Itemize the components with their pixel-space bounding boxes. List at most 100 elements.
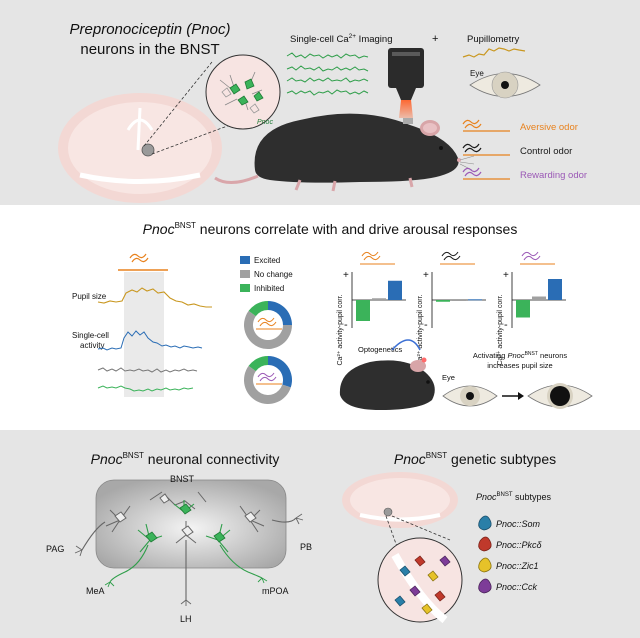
bar-plus-3: + (503, 270, 509, 281)
subtypes-title-sup: BNST (426, 451, 447, 460)
projection-mea (109, 544, 149, 583)
legend-swatch-inhibited (240, 284, 250, 292)
bar-plus-2: + (423, 270, 429, 281)
top-title-line2: neurons in the BNST (80, 41, 219, 58)
subtype-pkcd: Pnoc::Pkcδ (478, 536, 543, 552)
connectivity-title-rest: neuronal connectivity (144, 451, 279, 467)
bar-plus-1: + (343, 270, 349, 281)
pupil-trace-top (462, 47, 526, 58)
legend-swatch-nochange (240, 270, 250, 278)
odor-list: Aversive odor Control odor Rewarding odo… (462, 119, 587, 181)
bar-minus-1: - (344, 319, 348, 331)
subtype-cck-icon (478, 578, 492, 594)
pupil-trace-middle (97, 287, 212, 308)
legend-swatch-excited (240, 256, 250, 264)
odor-control-label: Control odor (520, 146, 572, 157)
bar-axis-label-2: Ca²⁺ activity-pupil corr. (417, 294, 424, 365)
region-label-pag: PAG (46, 544, 64, 554)
connectivity-diagram: BNST (46, 474, 312, 624)
bar-minus-2: - (424, 319, 428, 331)
bar-axis-label-1: Ca²⁺ activity-pupil corr. (337, 294, 344, 365)
connectivity-title-sup: BNST (123, 451, 144, 460)
singlecell-label-1: Single-cell (72, 331, 109, 340)
bar-nochange (532, 296, 546, 300)
cell-trace-green (97, 385, 194, 392)
subtype-zic1-icon (478, 557, 492, 573)
legend-label-inhibited: Inhibited (254, 284, 284, 293)
middle-title-rest: neurons correlate with and drive arousal… (196, 221, 517, 237)
brain-slice (58, 61, 231, 203)
bar-inhibited (356, 300, 370, 321)
activating-text-line2: increases pupil size (487, 361, 552, 370)
subtype-pkcd-label: Pnoc::Pkcδ (496, 540, 543, 550)
activating-text-sup: BNST (525, 351, 538, 357)
mouse (214, 113, 475, 192)
subtypes-title-rest: genetic subtypes (447, 451, 556, 467)
subtype-pkcd-icon (478, 536, 492, 552)
subtype-zic1-label: Pnoc::Zic1 (496, 561, 539, 571)
odor-control: Control odor (462, 143, 572, 157)
subtypes-legend: PnocBNST subtypes Pnoc::Som Pnoc::Pkcδ P… (476, 492, 552, 594)
bnst-location (141, 143, 155, 157)
donut-aversive (244, 301, 292, 350)
pupillometry-label: Pupillometry (467, 34, 520, 45)
legend-label-excited: Excited (254, 256, 280, 265)
activating-text-b: Pnoc (507, 351, 524, 360)
activating-text-a: Activating (473, 351, 508, 360)
plus-sign: + (432, 33, 438, 45)
optogenetics-label: Optogenetics (358, 345, 402, 354)
bar-minus-3: - (504, 319, 508, 331)
correlation-bars: Ca²⁺ activity-pupil corr. Ca²⁺ activity-… (337, 251, 566, 366)
donut-slice-inhibited (248, 301, 268, 317)
region-label-mea: MeA (86, 586, 105, 596)
subtypes-title: PnocBNST genetic subtypes (394, 451, 556, 467)
subtype-cck: Pnoc::Cck (478, 578, 538, 594)
top-title-line1: Prepronociceptin (Pnoc) (70, 21, 231, 38)
pupil-size-label: Pupil size (72, 292, 107, 301)
subtypes-legend-title: PnocBNST subtypes (476, 492, 552, 502)
legend-label-nochange: No change (254, 270, 293, 279)
projection-mpoa (219, 544, 263, 579)
subtype-som-icon (478, 515, 492, 531)
subtypes-inset (377, 537, 463, 623)
subtypes-brain (342, 472, 463, 624)
singlecell-label-2: activity (80, 341, 104, 350)
region-label-pb: PB (300, 542, 312, 552)
eye-after (527, 383, 593, 409)
neuron-inset: Pnoc (205, 54, 281, 130)
bar-excited (388, 280, 402, 300)
imaging-label: Single-cell Ca2+ Imaging + Pupillometry (290, 33, 520, 45)
svg-text:Activating PnocBNST neurons: Activating PnocBNST neurons (473, 351, 567, 360)
region-label-bnst: BNST (170, 474, 195, 484)
eye-label-top: Eye (470, 69, 484, 78)
bar-excited (548, 279, 562, 300)
inset-label: Pnoc (257, 119, 273, 126)
traces-plot: Pupil size Single-cell activity (72, 253, 212, 397)
odor-rewarding-label: Rewarding odor (520, 170, 587, 181)
arrow-right-icon (502, 392, 524, 400)
calcium-traces (286, 52, 369, 96)
middle-title: PnocBNST neurons correlate with and driv… (143, 221, 518, 237)
bar-axis-label-3: Ca²⁺ activity-pupil corr. (497, 294, 504, 365)
donut-slice-inhibited (248, 356, 268, 372)
response-legend: Excited No change Inhibited (240, 256, 293, 293)
projection-pag (81, 521, 106, 551)
cell-trace-gray (97, 367, 198, 373)
activating-result: Activating PnocBNST neurons increases pu… (442, 351, 593, 409)
middle-title-pnoc: Pnoc (143, 221, 175, 237)
imaging-label-sup: 2+ (349, 33, 357, 40)
bar-excited (468, 299, 482, 301)
eye-top: Eye (469, 69, 541, 99)
subtypes-title-pnoc: Pnoc (394, 451, 426, 467)
donut-slice-nochange (244, 310, 292, 350)
svg-text:Single-cell Ca2+ Imaging: Single-cell Ca2+ Imaging (290, 33, 392, 45)
activating-text-c: neurons (538, 351, 567, 360)
donut-slice-excited (268, 356, 292, 388)
eye-label-middle: Eye (442, 373, 455, 382)
subtype-som-label: Pnoc::Som (496, 519, 541, 529)
bnst-box (95, 479, 287, 569)
odor-rewarding: Rewarding odor (462, 167, 587, 181)
bar-inhibited (516, 300, 530, 318)
